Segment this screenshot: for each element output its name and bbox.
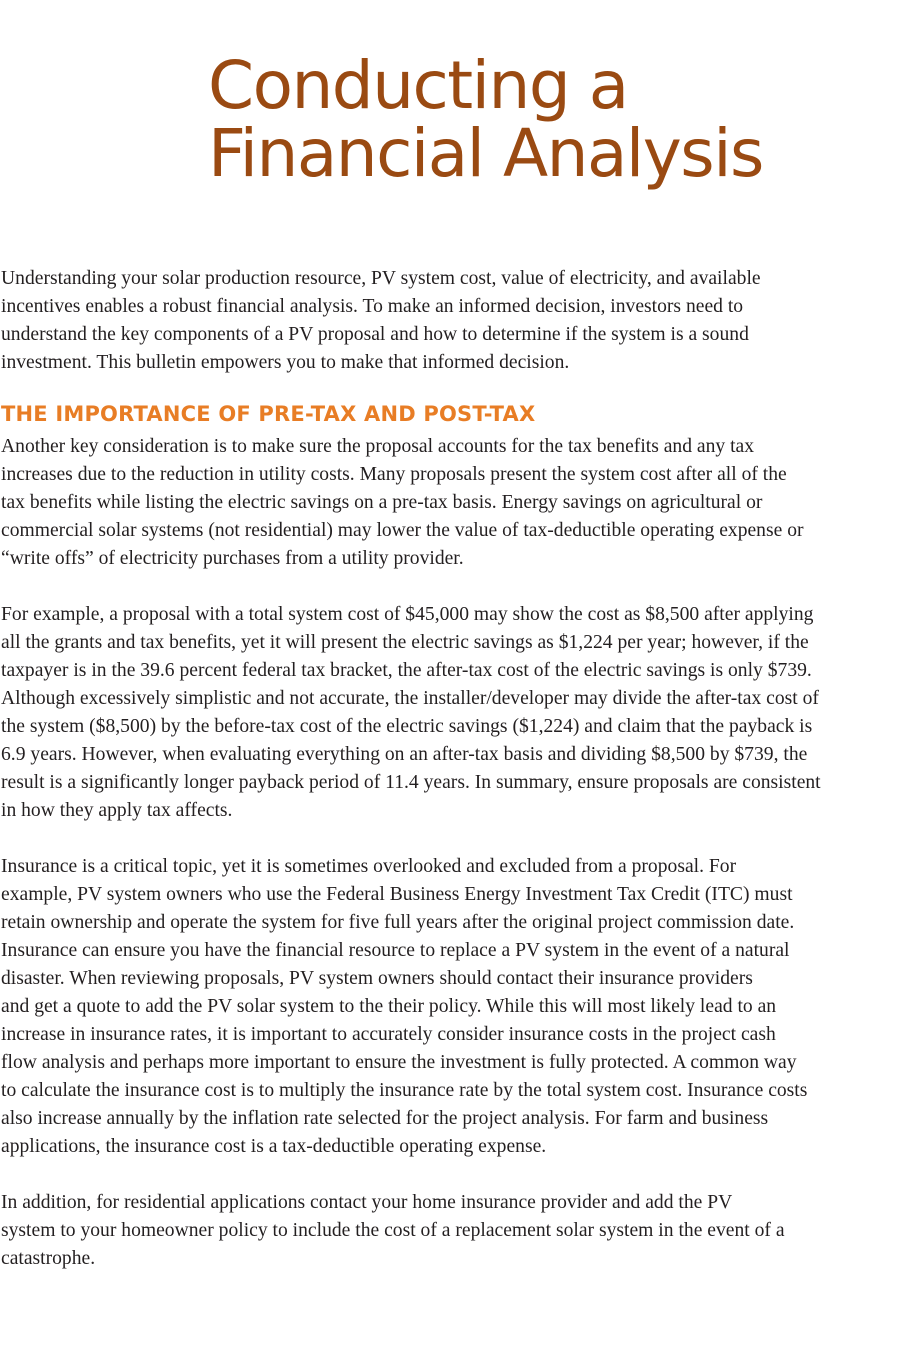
page-title-line-1: Conducting a [208,47,629,124]
text-line: commercial solar systems (not residentia… [1,520,804,541]
text-line: and get a quote to add the PV solar syst… [1,996,777,1017]
page-title-line-2: Financial Analysis [208,115,764,192]
residential-insurance-paragraph: In addition, for residential application… [1,1189,785,1273]
text-line: system to your homeowner policy to inclu… [1,1220,785,1241]
intro-paragraph: Understanding your solar production reso… [1,265,761,377]
text-line: incentives enables a robust financial an… [1,296,744,317]
text-line: tax benefits while listing the electric … [1,492,763,513]
text-line: “write offs” of electricity purchases fr… [1,548,464,569]
text-line: increases due to the reduction in utilit… [1,464,787,485]
text-line: flow analysis and perhaps more important… [1,1052,797,1073]
text-line: result is a significantly longer payback… [1,772,821,793]
page-title: Conducting a Financial Analysis [208,47,764,192]
text-line: applications, the insurance cost is a ta… [1,1136,547,1157]
text-line: in how they apply tax affects. [1,800,233,821]
text-line: In addition, for residential application… [1,1192,733,1213]
text-line: Although excessively simplistic and not … [1,688,819,709]
text-line: to calculate the insurance cost is to mu… [1,1080,808,1101]
text-line: catastrophe. [1,1248,96,1269]
text-line: investment. This bulletin empowers you t… [1,352,570,373]
text-line: the system ($8,500) by the before-tax co… [1,716,813,737]
text-line: disaster. When reviewing proposals, PV s… [1,968,753,989]
text-line: taxpayer is in the 39.6 percent federal … [1,660,812,681]
text-line: increase in insurance rates, it is impor… [1,1024,776,1045]
text-line: example, PV system owners who use the Fe… [1,884,793,905]
text-line: Understanding your solar production reso… [1,268,761,289]
payback-example-paragraph: For example, a proposal with a total sys… [1,601,821,825]
text-line: Another key consideration is to make sur… [1,436,755,457]
section-heading: THE IMPORTANCE OF PRE-TAX AND POST-TAX [1,402,536,426]
text-line: retain ownership and operate the system … [1,912,795,933]
text-line: Insurance is a critical topic, yet it is… [1,856,737,877]
text-line: also increase annually by the inflation … [1,1108,769,1129]
text-line: 6.9 years. However, when evaluating ever… [1,744,808,765]
text-line: all the grants and tax benefits, yet it … [1,632,809,653]
text-line: Insurance can ensure you have the financ… [1,940,790,961]
insurance-paragraph: Insurance is a critical topic, yet it is… [1,853,807,1161]
tax-considerations-paragraph: Another key consideration is to make sur… [1,433,804,573]
text-line: For example, a proposal with a total sys… [1,604,814,625]
text-line: understand the key components of a PV pr… [1,324,749,345]
